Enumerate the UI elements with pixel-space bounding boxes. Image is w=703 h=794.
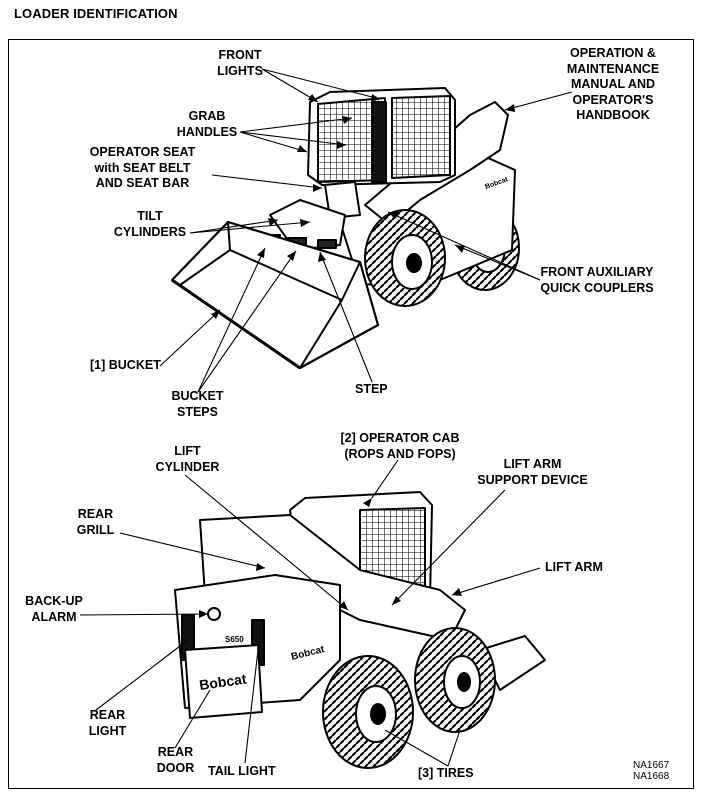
label-operation-manual: OPERATION & MAINTENANCE MANUAL AND OPERA… <box>566 46 660 122</box>
label-rear-light: REAR LIGHT <box>88 708 127 738</box>
page-title: LOADER IDENTIFICATION <box>14 6 178 21</box>
figure-code-1: NA1667 <box>633 760 670 771</box>
label-step: STEP <box>355 382 388 396</box>
label-tilt-cylinders: TILT CYLINDERS <box>113 209 187 239</box>
leader-arrowheads <box>199 94 515 618</box>
label-operator-cab: [2] OPERATOR CAB (ROPS AND FOPS) <box>340 431 460 461</box>
label-lift-arm: LIFT ARM <box>545 560 603 574</box>
label-front-lights: FRONT LIGHTS <box>217 48 263 78</box>
rear-view-door-brand: Bobcat <box>198 670 248 692</box>
label-grab-handles: GRAB HANDLES <box>176 109 238 139</box>
label-tires: [3] TIRES <box>418 766 474 780</box>
label-lift-arm-support: LIFT ARM SUPPORT DEVICE <box>477 457 588 487</box>
label-bucket: [1] BUCKET <box>90 358 161 372</box>
label-backup-alarm: BACK-UP ALARM <box>25 594 83 624</box>
leader-lines <box>79 68 573 767</box>
label-tail-light: TAIL LIGHT <box>208 764 276 778</box>
rear-view-model-badge: S650 <box>225 635 244 644</box>
label-bucket-steps: BUCKET STEPS <box>171 389 224 419</box>
label-rear-door: REAR DOOR <box>156 745 195 775</box>
label-lift-cylinder: LIFT CYLINDER <box>155 444 220 474</box>
rear-view-loader: Bobcat S650 Bobcat <box>174 491 546 769</box>
figure-code-2: NA1668 <box>633 771 670 782</box>
figure-frame <box>8 39 694 789</box>
label-operator-seat: OPERATOR SEAT with SEAT BELT AND SEAT BA… <box>89 145 196 190</box>
label-front-auxiliary-couplers: FRONT AUXILIARY QUICK COUPLERS <box>540 265 654 295</box>
label-rear-grill: REAR GRILL <box>76 507 115 537</box>
